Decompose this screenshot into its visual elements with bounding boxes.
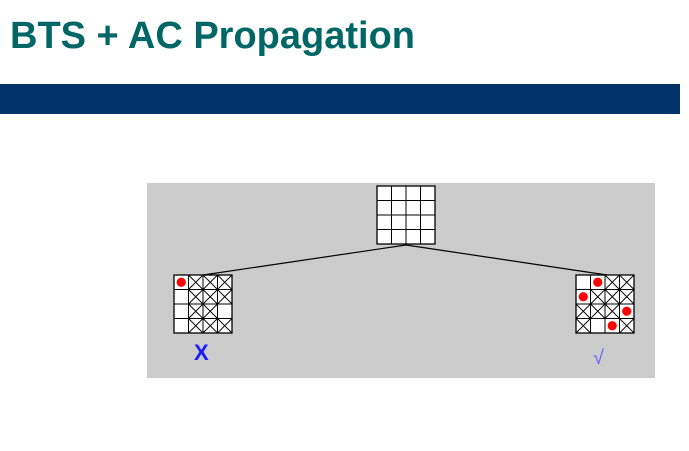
left-board-eliminated-mark — [188, 274, 204, 290]
right-board-queen-dot — [593, 277, 603, 287]
root-board-cell — [391, 229, 407, 245]
root-board-cell — [405, 185, 421, 201]
root-board-cell — [391, 200, 407, 216]
root-board-cell — [420, 185, 436, 201]
right-board-border — [575, 274, 635, 334]
left-board-eliminated-mark — [217, 318, 233, 334]
root-board-cell — [405, 200, 421, 216]
right-board-queen-dot — [607, 321, 617, 331]
success-mark: √ — [593, 347, 604, 369]
root-board-cell — [391, 214, 407, 230]
left-board-eliminated-mark — [202, 274, 218, 290]
right-child-board — [575, 274, 635, 334]
right-board-cell — [575, 274, 591, 290]
left-board-eliminated-mark — [217, 289, 233, 305]
search-tree-diagram: X √ — [147, 183, 655, 378]
left-board-eliminated-mark — [188, 303, 204, 319]
right-board-eliminated-mark — [619, 318, 635, 334]
slide-title: BTS + AC Propagation — [10, 15, 416, 57]
left-board-eliminated-mark — [217, 274, 233, 290]
fail-mark: X — [194, 340, 209, 365]
left-board-eliminated-mark — [202, 303, 218, 319]
right-board-queen-dot — [622, 306, 632, 316]
right-board-eliminated-mark — [604, 289, 620, 305]
root-board-border — [376, 185, 436, 245]
root-board-cell — [391, 185, 407, 201]
left-board-eliminated-mark — [188, 289, 204, 305]
root-board-cell — [376, 185, 392, 201]
right-board-eliminated-mark — [590, 289, 606, 305]
root-board-cell — [376, 200, 392, 216]
left-board-border — [173, 274, 233, 334]
left-board-eliminated-mark — [202, 318, 218, 334]
root-board-cell — [420, 200, 436, 216]
root-board-cell — [376, 229, 392, 245]
right-board-eliminated-mark — [604, 303, 620, 319]
left-board-eliminated-mark — [188, 318, 204, 334]
right-board-eliminated-mark — [590, 303, 606, 319]
edge-root-to-right — [405, 244, 608, 276]
tree-edges — [202, 244, 608, 276]
root-board-cell — [420, 214, 436, 230]
left-board-cell — [173, 303, 189, 319]
root-board-cell — [405, 229, 421, 245]
left-board-cell — [173, 289, 189, 305]
left-board-eliminated-mark — [202, 289, 218, 305]
edge-root-to-left — [202, 244, 407, 276]
root-board-cell — [420, 229, 436, 245]
right-board-cell — [590, 318, 606, 334]
left-board-cell — [173, 318, 189, 334]
right-board-queen-dot — [578, 292, 588, 302]
right-board-eliminated-mark — [575, 303, 591, 319]
right-board-eliminated-mark — [619, 274, 635, 290]
right-board-eliminated-mark — [604, 274, 620, 290]
left-board-cell — [217, 303, 233, 319]
root-board-cell — [405, 214, 421, 230]
left-child-board — [173, 274, 233, 334]
left-board-queen-dot — [176, 277, 186, 287]
title-bar — [0, 84, 680, 114]
search-tree-canvas: X √ — [147, 183, 655, 378]
root-board — [376, 185, 436, 245]
right-board-eliminated-mark — [619, 289, 635, 305]
root-board-cell — [376, 214, 392, 230]
right-board-eliminated-mark — [575, 318, 591, 334]
